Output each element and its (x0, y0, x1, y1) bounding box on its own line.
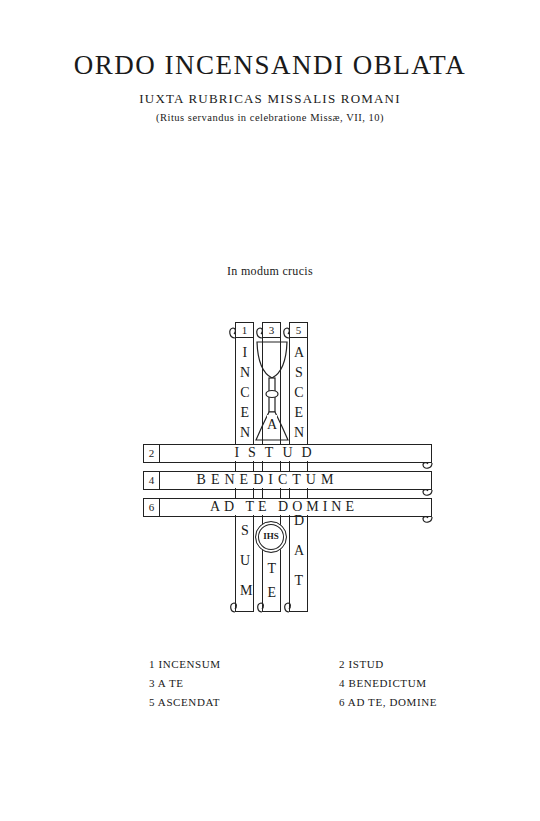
legend-entry: 5 ASCENDAT (149, 696, 220, 708)
horizontal-ribbon: 2 ISTUD (143, 444, 432, 463)
legend-entry: 4 BENEDICTUM (339, 677, 427, 689)
legend-entry: 1 INCENSUM (149, 658, 221, 670)
subheading: IUXTA RUBRICAS MISSALIS ROMANI (139, 91, 400, 107)
callout-number: 4 (144, 472, 160, 489)
subheading: (Ritus servandus in celebratione Missæ, … (156, 112, 384, 123)
ribbon-text: INCEN (240, 343, 250, 443)
horizontal-ribbon: 6 AD TE DOMINE (143, 498, 432, 517)
callout-number: 2 (144, 445, 160, 462)
ribbon-text: SUM (240, 516, 250, 606)
vertical-ribbon: 3A TE (262, 322, 281, 612)
callout-number: 6 (144, 499, 160, 516)
vertical-ribbon: 1INCEN SUM (235, 322, 254, 612)
horizontal-ribbon: 4 BENEDICTUM (143, 471, 432, 490)
ribbon-text: ISTUD (225, 445, 320, 461)
chalice (256, 342, 288, 440)
callout-number: 5 (290, 323, 307, 338)
callout-number: 1 (236, 323, 253, 338)
ribbon-text: A (267, 415, 277, 435)
ribbon-text: ASCEN (294, 343, 304, 443)
title: ORDO INCENSANDI OBLATA (0, 50, 540, 81)
subheading: In modum crucis (227, 264, 313, 279)
ribbon-text: DAT (294, 506, 304, 596)
scroll-curls (230, 328, 432, 612)
legend-entry: 6 AD TE, DOMINE (339, 696, 437, 708)
monogram: IHS (256, 522, 286, 551)
vertical-ribbon: 5ASCEN DAT (289, 322, 308, 612)
callout-number: 3 (263, 323, 280, 338)
legend-entry: 2 ISTUD (339, 658, 384, 670)
host-circle: IHS (255, 521, 287, 553)
ribbon-text: TE (267, 557, 277, 605)
legend-entry: 3 A TE (149, 677, 184, 689)
ribbon-text: BENEDICTUM (192, 472, 339, 488)
ribbon-text: AD TE DOMINE (206, 499, 358, 515)
